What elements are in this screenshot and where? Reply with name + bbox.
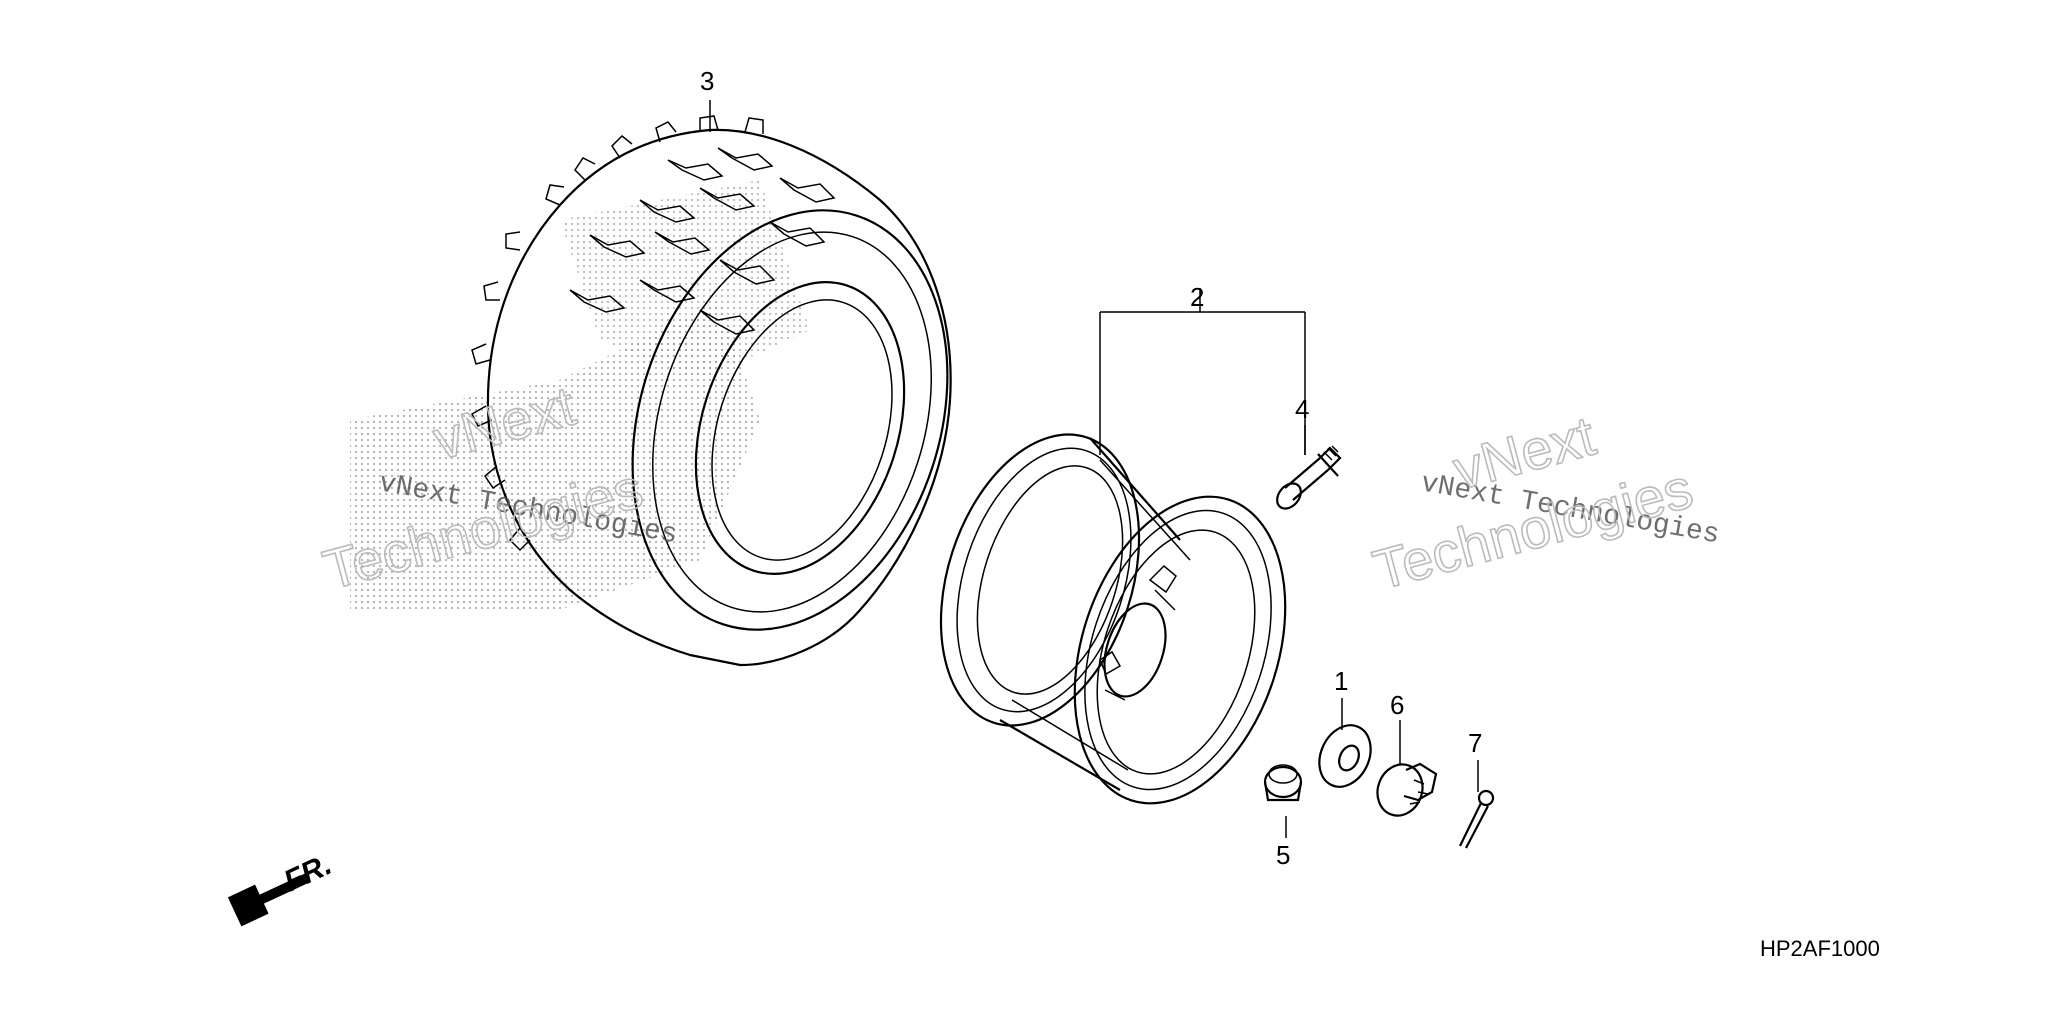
tire xyxy=(471,115,952,667)
shading xyxy=(350,180,810,610)
cotter-pin xyxy=(1459,789,1495,849)
callout-2: 2 xyxy=(1190,282,1204,312)
callout-6: 6 xyxy=(1390,690,1404,720)
callout-4: 4 xyxy=(1295,394,1309,424)
diagram-code: HP2AF1000 xyxy=(1760,936,1880,961)
front-arrow-icon xyxy=(227,873,310,927)
callout-5: 5 xyxy=(1276,840,1290,870)
wheel-rim xyxy=(939,433,1287,805)
callout-1: 1 xyxy=(1334,666,1348,696)
castle-nut xyxy=(1376,762,1438,817)
valve-stem xyxy=(1276,445,1342,510)
callout-7: 7 xyxy=(1468,728,1482,758)
axle-nut xyxy=(1263,764,1303,802)
washer xyxy=(1318,724,1372,788)
callout-3: 3 xyxy=(700,66,714,96)
leader-lines xyxy=(709,100,1479,838)
